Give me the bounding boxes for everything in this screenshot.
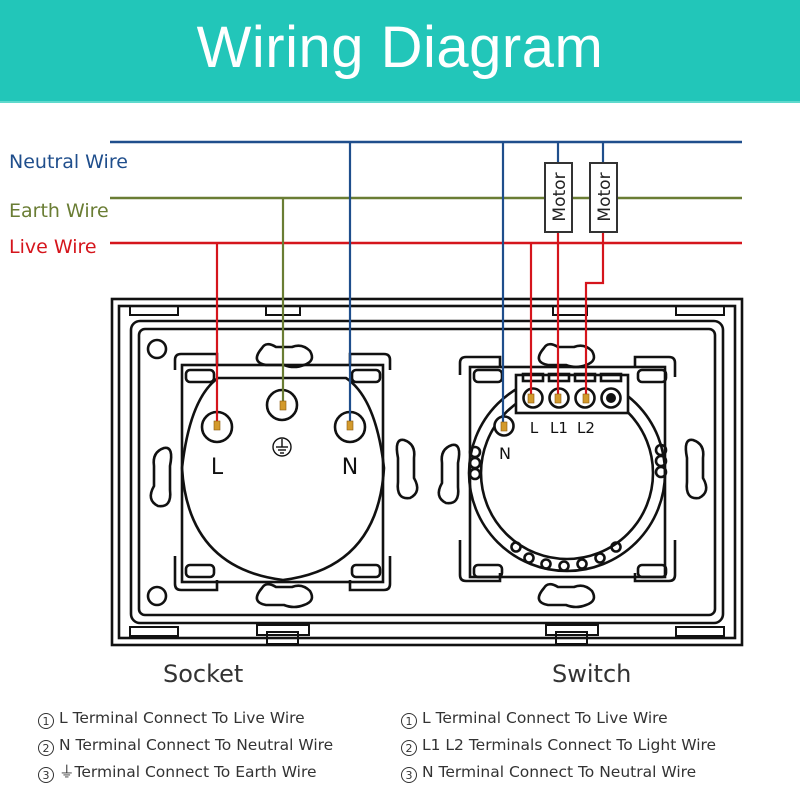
earth-wire-label: Earth Wire — [9, 200, 109, 222]
socket-note-3: 3⏚Terminal Connect To Earth Wire — [38, 759, 333, 786]
motor-1-label: Motor — [550, 172, 570, 221]
socket-module — [149, 342, 419, 609]
switch-l2-wire — [584, 232, 605, 396]
socket-title: Socket — [163, 660, 244, 688]
switch-module — [437, 342, 708, 609]
switch-screw-icon — [606, 393, 616, 403]
switch-title: Switch — [552, 660, 632, 688]
switch-terminal-l-label: L — [530, 419, 539, 437]
live-wire-label: Live Wire — [9, 236, 97, 258]
switch-terminal-n-label: N — [499, 444, 511, 463]
motor-1: Motor — [544, 162, 573, 233]
wall-plate — [110, 297, 744, 647]
earth-symbol-icon: ⏚ — [59, 763, 75, 781]
header-banner: Wiring Diagram — [0, 0, 800, 103]
switch-terminal-l1-label: L1 — [550, 419, 568, 437]
motor-2: Motor — [589, 162, 618, 233]
terminal-pins — [213, 393, 590, 432]
neutral-wire-label: Neutral Wire — [9, 151, 128, 173]
page-title: Wiring Diagram — [196, 15, 604, 80]
switch-terminal-l2-label: L2 — [577, 419, 595, 437]
earth-symbol-icon — [272, 437, 292, 457]
motor-2-label: Motor — [595, 172, 615, 221]
socket-terminal-n-label: N — [342, 455, 358, 480]
socket-terminal-l-label: L — [211, 455, 224, 480]
